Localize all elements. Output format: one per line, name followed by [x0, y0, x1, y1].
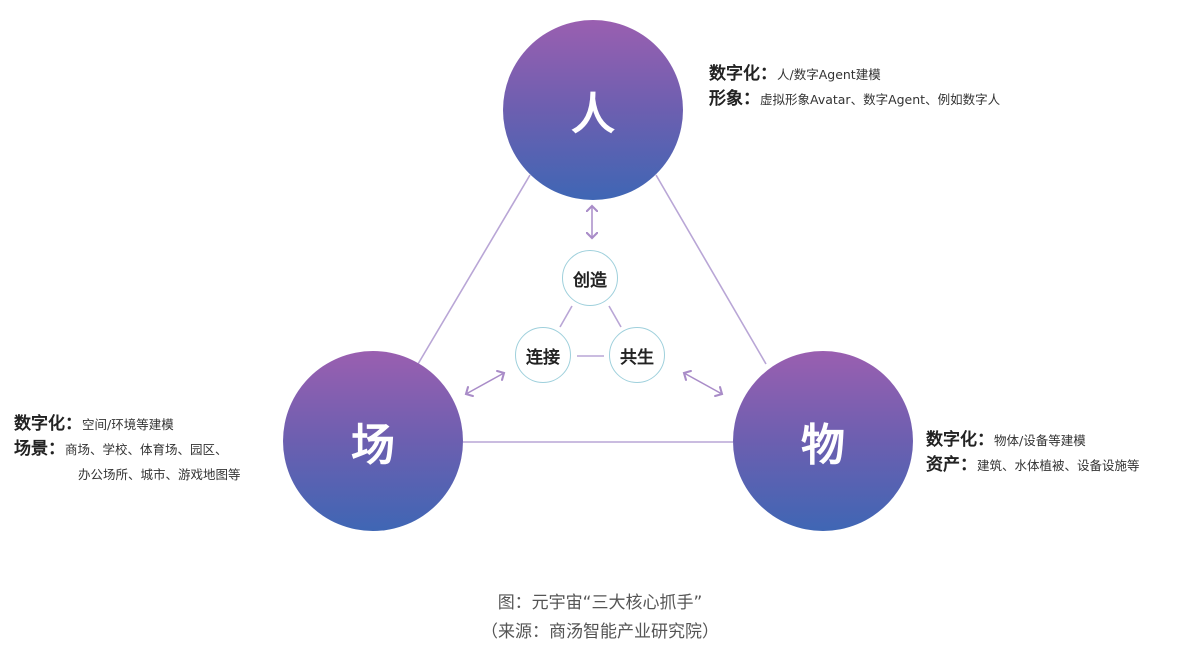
center-node-coexist-label: 共生 — [620, 347, 654, 368]
desc-key: 数字化： — [14, 414, 82, 434]
desc-key: 数字化： — [709, 64, 777, 84]
desc-value: 物体/设备等建模 — [994, 433, 1086, 448]
desc-value: 人/数字Agent建模 — [777, 67, 881, 82]
node-scene-label: 场 — [351, 420, 395, 471]
desc-value: 商场、学校、体育场、园区、 — [65, 442, 228, 457]
desc-key: 资产： — [926, 455, 977, 475]
desc-value: 空间/环境等建模 — [82, 417, 174, 432]
edge-person-scene — [417, 174, 531, 365]
desc-value: 虚拟形象Avatar、数字Agent、例如数字人 — [760, 92, 1001, 107]
node-object-label: 物 — [801, 420, 845, 471]
node-scene: 场 — [283, 351, 463, 531]
desc-key: 形象： — [709, 89, 760, 109]
description-object: 数字化：物体/设备等建模 资产：建筑、水体植被、设备设施等 — [926, 428, 1140, 478]
description-scene: 数字化：空间/环境等建模 场景：商场、学校、体育场、园区、 办公场所、城市、游戏… — [14, 412, 241, 487]
desc-value: 办公场所、城市、游戏地图等 — [78, 467, 241, 482]
node-person-label: 人 — [571, 89, 615, 140]
double-arrow-icon — [466, 373, 504, 394]
edge-person-object — [655, 174, 767, 365]
double-arrow-icon — [684, 373, 722, 394]
desc-value: 建筑、水体植被、设备设施等 — [977, 458, 1140, 473]
center-node-create: 创造 — [562, 250, 618, 306]
figure-caption: 图：元宇宙“三大核心抓手” — [497, 593, 703, 613]
desc-key: 数字化： — [926, 430, 994, 450]
node-person: 人 — [503, 20, 683, 200]
desc-key: 场景： — [14, 439, 65, 459]
center-node-connect: 连接 — [515, 327, 571, 383]
center-node-connect-label: 连接 — [526, 347, 560, 368]
figure-source: （来源：商汤智能产业研究院） — [481, 622, 719, 642]
center-node-coexist: 共生 — [609, 327, 665, 383]
description-person: 数字化：人/数字Agent建模 形象：虚拟形象Avatar、数字Agent、例如… — [709, 62, 1000, 112]
node-object: 物 — [733, 351, 913, 531]
center-node-create-label: 创造 — [573, 270, 607, 291]
